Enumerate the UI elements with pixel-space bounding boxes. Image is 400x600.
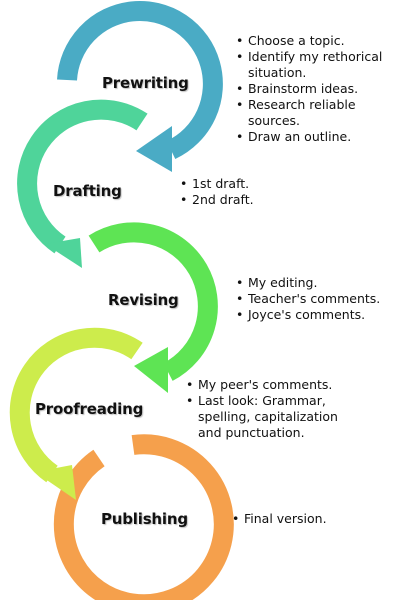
list-item: 1st draft. [180, 176, 380, 192]
arrow-prewriting-arc [57, 0, 223, 160]
stage-label-proofreading: Proofreading [35, 400, 144, 418]
arrow-revising-head [134, 347, 168, 393]
list-item: Teacher's comments. [236, 291, 400, 307]
list-item: Final version. [232, 511, 392, 527]
list-item: Research reliable sources. [236, 97, 400, 129]
arrow-publishing [53, 434, 234, 600]
list-item: Identify my rethorical situation. [236, 49, 400, 81]
arrow-drafting [17, 99, 148, 268]
arrow-proofreading-head [35, 465, 76, 500]
arrow-publishing-ring [53, 434, 234, 600]
arrow-drafting-head [45, 238, 82, 268]
arrow-revising [88, 222, 218, 393]
prewriting-tasks-list: Choose a topic. Identify my rethorical s… [236, 33, 400, 145]
list-item: Brainstorm ideas. [236, 81, 400, 97]
publishing-tasks-list: Final version. [232, 511, 392, 527]
list-item: 2nd draft. [180, 192, 380, 208]
arrow-prewriting [57, 0, 223, 172]
list-item: Draw an outline. [236, 129, 400, 145]
list-item: My peer's comments. [186, 377, 344, 393]
arrow-revising-arc [88, 222, 218, 381]
stage-label-prewriting: Prewriting [102, 74, 189, 92]
arrow-drafting-arc [17, 99, 148, 254]
arrow-proofreading [9, 327, 143, 500]
stage-label-drafting: Drafting [53, 182, 122, 200]
arrow-prewriting-head [136, 126, 172, 172]
list-item: Joyce's comments. [236, 307, 400, 323]
stage-label-revising: Revising [108, 291, 179, 309]
drafting-tasks-list: 1st draft. 2nd draft. [180, 176, 380, 208]
revising-tasks-list: My editing. Teacher's comments. Joyce's … [236, 275, 400, 323]
list-item: My editing. [236, 275, 400, 291]
proofreading-tasks-list: My peer's comments. Last look: Grammar, … [186, 377, 344, 441]
list-item: Last look: Grammar, spelling, capitaliza… [186, 393, 344, 441]
stage-label-publishing: Publishing [101, 510, 188, 528]
list-item: Choose a topic. [236, 33, 400, 49]
arrow-proofreading-arc [9, 327, 143, 483]
